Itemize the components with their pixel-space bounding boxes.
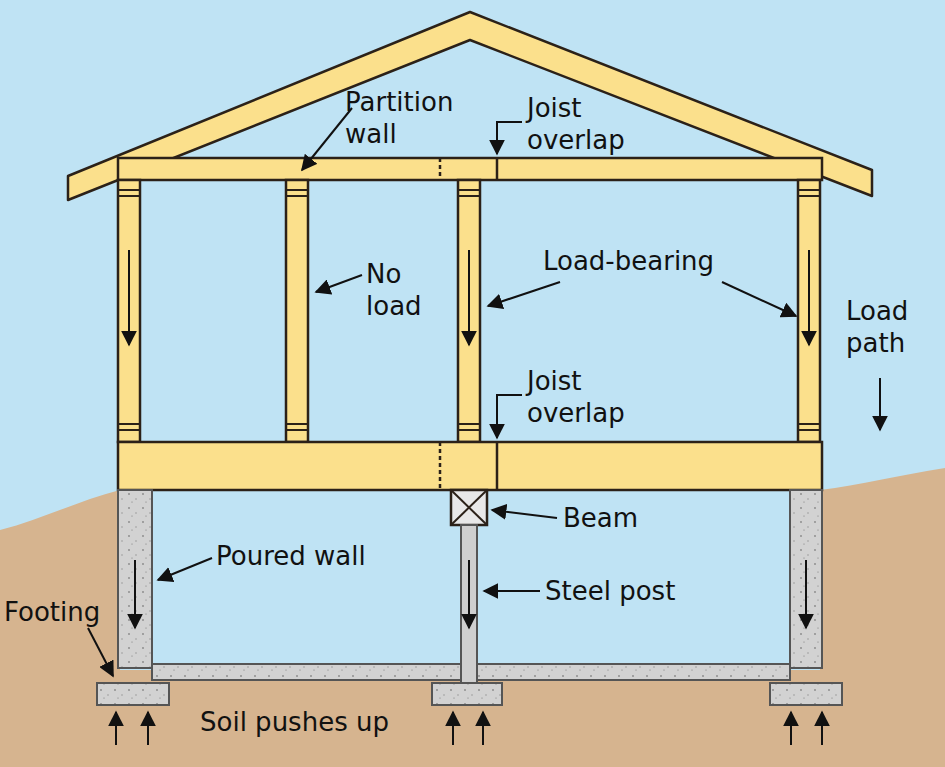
callout-label: Load-bearing — [543, 245, 743, 277]
stud-plates — [118, 190, 820, 430]
callout-label: Poured wall — [216, 540, 386, 572]
beam — [451, 490, 487, 525]
callout-label: Steel post — [545, 575, 715, 607]
soil — [97, 670, 842, 767]
load-arrow — [116, 250, 880, 745]
callout-label: Load path — [846, 295, 936, 359]
callout-label: No load — [366, 258, 446, 322]
steel-post — [461, 525, 477, 683]
ceiling-joist — [118, 158, 822, 180]
roof — [68, 12, 872, 200]
callout-label: Footing — [4, 596, 114, 628]
callout-label: Soil pushes up — [200, 706, 430, 738]
callout-label: Partition wall — [345, 86, 475, 150]
callout-label: Beam — [563, 502, 663, 534]
callout-label: Joist overlap — [527, 365, 647, 429]
wall-stud — [118, 180, 820, 442]
leader-line — [88, 108, 796, 676]
floor-joist — [118, 442, 822, 490]
callout-label: Joist overlap — [527, 92, 647, 156]
foundation — [97, 490, 842, 705]
